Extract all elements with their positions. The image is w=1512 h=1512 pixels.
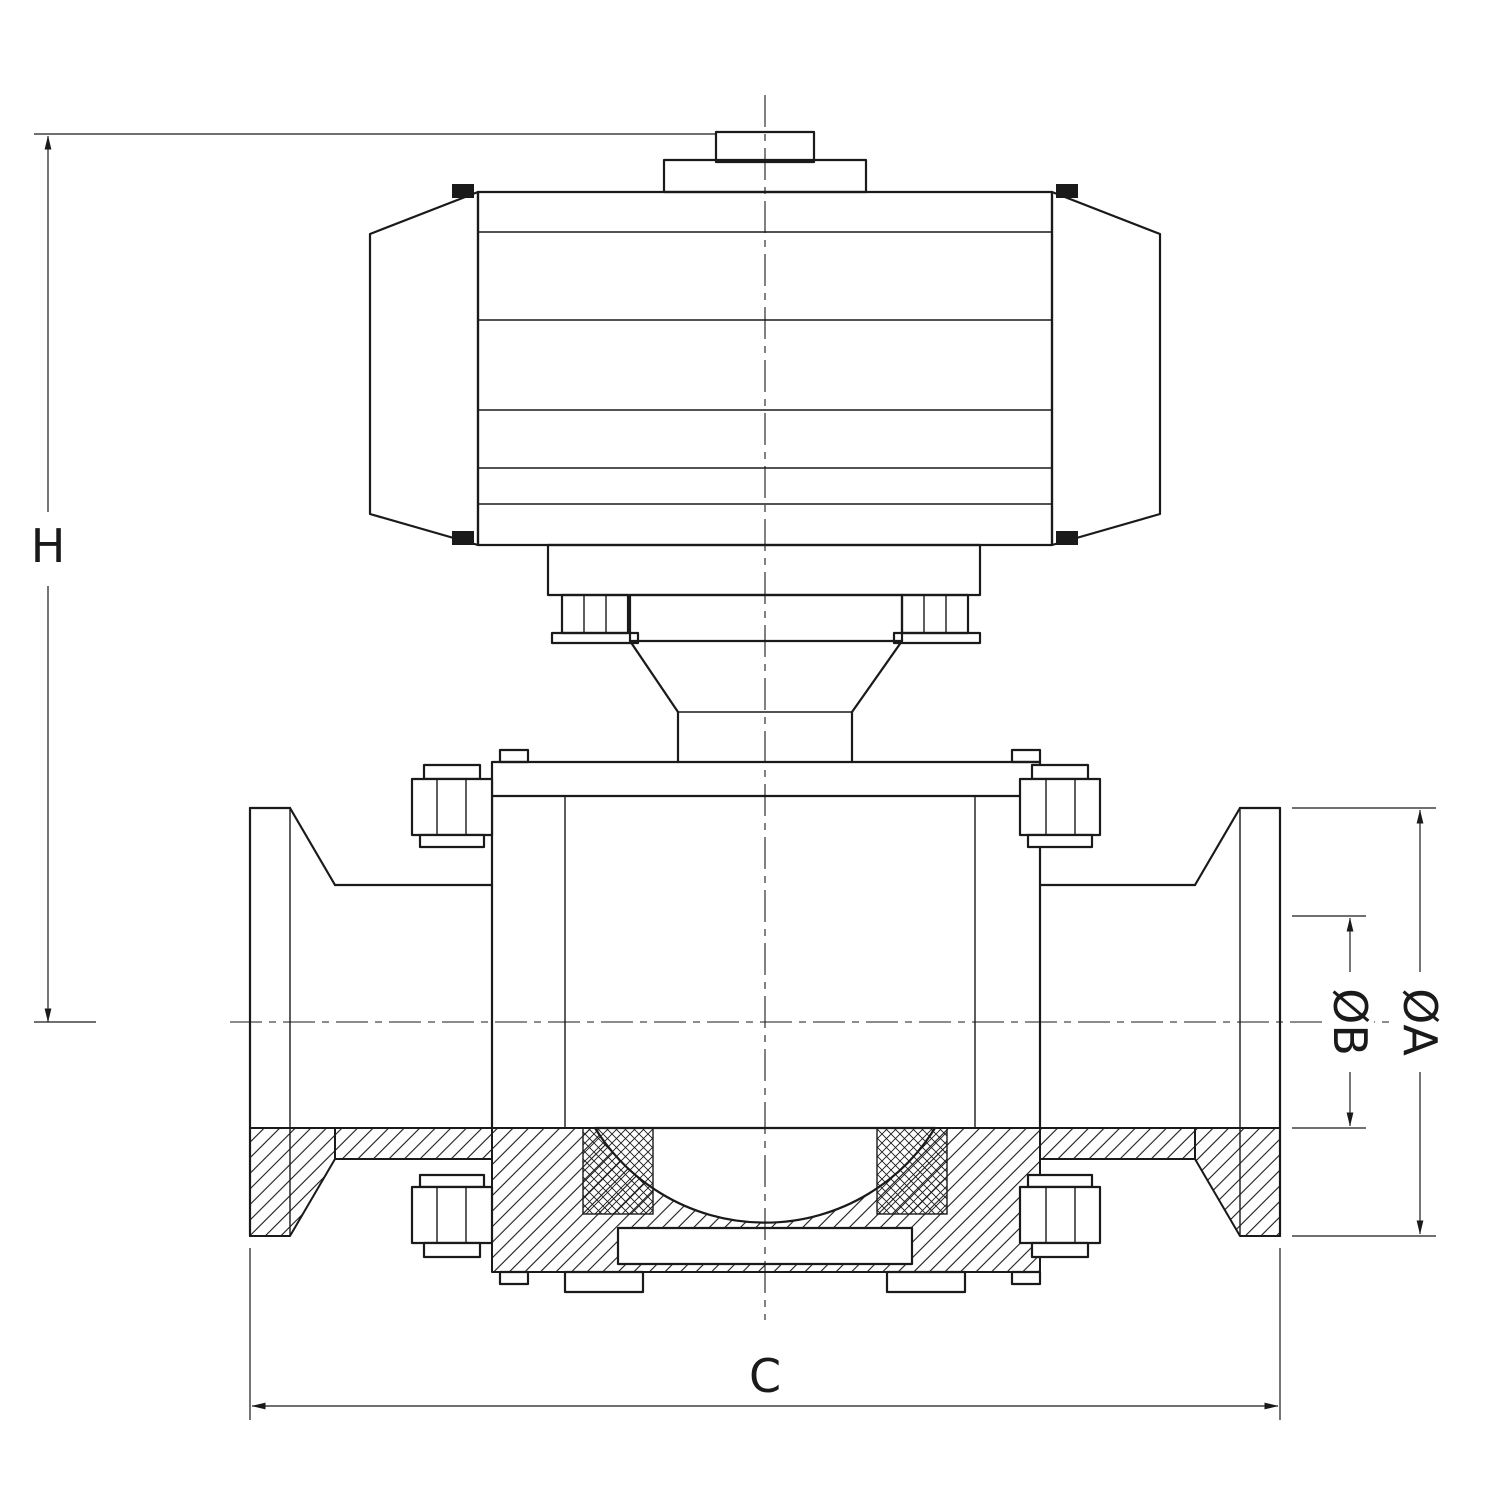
actuator-corner-bolt-top-right bbox=[1056, 184, 1078, 198]
right-ferrule-bevel bbox=[1193, 806, 1242, 887]
top-flange-lug-left bbox=[498, 748, 530, 764]
left-ferrule-flange-hatch bbox=[249, 1127, 336, 1237]
right-nut-washer bbox=[892, 631, 982, 645]
dimension-OA: ØA bbox=[1292, 807, 1447, 1237]
actuator-corner-bolt-bottom-right bbox=[1056, 531, 1078, 545]
dimension-OB: ØB bbox=[1292, 915, 1377, 1129]
actuator-corner-bolt-bottom-left bbox=[452, 531, 474, 545]
neck-taper-left bbox=[628, 639, 680, 714]
dimension-OB-label: ØB bbox=[1323, 988, 1377, 1056]
label-mask bbox=[26, 514, 70, 578]
bracket-plate bbox=[546, 543, 982, 597]
actuator-left-end-cap bbox=[368, 190, 480, 547]
dimension-H: H bbox=[26, 133, 716, 1023]
dimension-C: C bbox=[249, 1248, 1281, 1420]
bolt-cap bbox=[1030, 763, 1090, 781]
actuator-corner-bolt-top-left bbox=[452, 184, 474, 198]
bolt-cap bbox=[422, 1241, 482, 1259]
actuator-mounting-bracket bbox=[546, 543, 982, 645]
body-top-flange bbox=[490, 760, 1042, 798]
washer bbox=[418, 1173, 486, 1189]
hex-nut bbox=[410, 777, 494, 837]
washer bbox=[1026, 1173, 1094, 1189]
hex-nut bbox=[410, 1185, 494, 1245]
neck-taper-right bbox=[850, 639, 904, 714]
bolt-cap bbox=[422, 763, 482, 781]
right-tube-wall-hatch bbox=[1039, 1127, 1196, 1160]
dimension-OA-label: ØA bbox=[1393, 988, 1447, 1056]
dimension-C-label: C bbox=[749, 1349, 781, 1403]
label-mask bbox=[1326, 972, 1374, 1072]
left-ferrule-bevel bbox=[288, 806, 337, 887]
washer bbox=[418, 833, 486, 849]
bracket-right-hex-nut bbox=[900, 593, 970, 635]
left-seat-crosshatch bbox=[582, 1127, 654, 1215]
washer bbox=[1026, 833, 1094, 849]
body-clamp-bolt-top-left bbox=[410, 763, 494, 849]
dimension-H-label: H bbox=[31, 519, 66, 573]
bottom-foot-left bbox=[563, 1270, 645, 1294]
body-clamp-bolt-bottom-right bbox=[1018, 1173, 1102, 1259]
left-tube-wall-hatch bbox=[334, 1127, 493, 1160]
right-ferrule-flange-hatch bbox=[1194, 1127, 1281, 1237]
valve-body bbox=[490, 748, 1042, 1130]
top-flange-lug-right bbox=[1010, 748, 1042, 764]
body-clamp-bolt-top-right bbox=[1018, 763, 1102, 849]
bottom-flange-lug-right bbox=[1010, 1270, 1042, 1286]
bracket-boss bbox=[628, 593, 904, 643]
bracket-left-hex-nut bbox=[560, 593, 630, 635]
valve-neck bbox=[628, 639, 904, 764]
right-seat-crosshatch bbox=[876, 1127, 948, 1215]
bottom-foot-right bbox=[885, 1270, 967, 1294]
bolt-cap bbox=[1030, 1241, 1090, 1259]
left-nut-washer bbox=[550, 631, 640, 645]
bottom-flange-lug-left bbox=[498, 1270, 530, 1286]
body-clamp-bolt-bottom-left bbox=[410, 1173, 494, 1259]
hex-nut bbox=[1018, 1185, 1102, 1245]
actuator-right-end-cap bbox=[1050, 190, 1162, 547]
label-mask bbox=[1396, 972, 1444, 1072]
hex-nut bbox=[1018, 777, 1102, 837]
